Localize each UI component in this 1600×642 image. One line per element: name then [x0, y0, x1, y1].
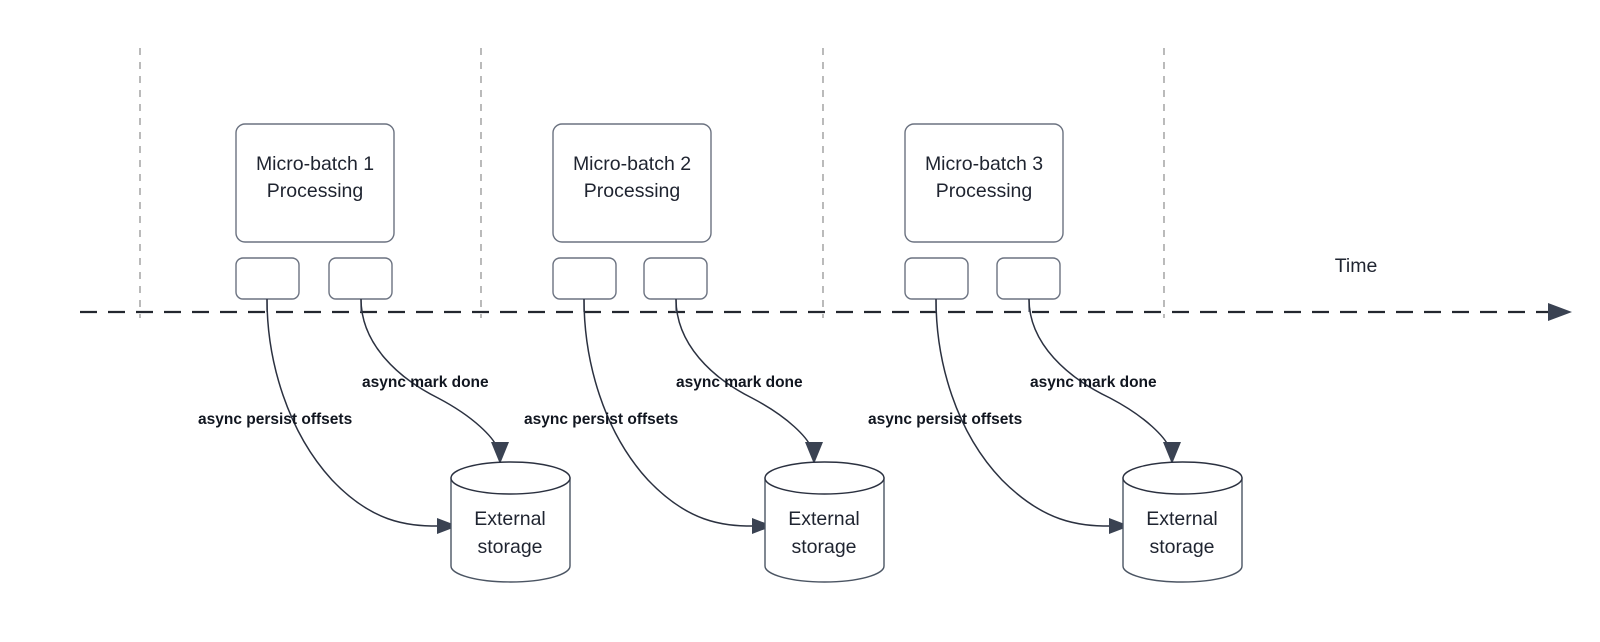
micro-batch-3-box[interactable]: [904, 123, 1064, 243]
async-mark-done-label-2: async mark done: [676, 374, 803, 391]
async-mark-done-arrow-icon-3: [1163, 442, 1181, 464]
async-persist-offsets-label-2: async persist offsets: [524, 411, 678, 428]
micro-batch-3-label-line2: Processing: [936, 180, 1032, 202]
external-storage-label-1-line2: storage: [477, 536, 542, 558]
async-persist-offsets-arrow-icon-2: [752, 518, 773, 534]
async-mark-done-arrow-icon-1: [491, 442, 509, 464]
external-storage-top-2: [764, 461, 885, 495]
micro-batch-2-label-line2: Processing: [584, 180, 680, 202]
micro-batch-1-label-line2: Processing: [267, 180, 363, 202]
time-axis-label: Time: [1335, 255, 1378, 277]
external-storage-top-1: [450, 461, 571, 495]
async-persist-offsets-label-1: async persist offsets: [198, 411, 352, 428]
async-mark-done-label-3: async mark done: [1030, 374, 1157, 391]
group-2: Micro-batch 2 Processing async persist o…: [524, 123, 885, 583]
micro-batch-3-label-line1: Micro-batch 3: [925, 153, 1043, 175]
group-1: Micro-batch 1 Processing async persist o…: [198, 123, 571, 583]
external-storage-label-3-line2: storage: [1149, 536, 1214, 558]
task-box-2b[interactable]: [643, 257, 708, 300]
task-box-3b[interactable]: [996, 257, 1061, 300]
async-mark-done-curve-2: [675, 298, 812, 448]
async-persist-offsets-arrow-icon-3: [1109, 518, 1130, 534]
micro-batch-2-label-line1: Micro-batch 2: [573, 153, 691, 175]
async-mark-done-curve-3: [1028, 298, 1170, 448]
time-axis-arrow-icon: [1548, 303, 1572, 321]
external-storage-body-1: [450, 477, 571, 583]
external-storage-cylinder-3[interactable]: External storage: [1122, 461, 1243, 583]
async-persist-offsets-arrow-icon-1: [437, 518, 458, 534]
external-storage-label-1-line1: External: [474, 508, 546, 530]
async-mark-done-curve-1: [360, 298, 498, 448]
async-persist-offsets-label-3: async persist offsets: [868, 411, 1022, 428]
external-storage-body-2: [764, 477, 885, 583]
task-box-2a[interactable]: [552, 257, 617, 300]
time-axis: Time: [80, 255, 1572, 321]
micro-batch-1-box[interactable]: [235, 123, 395, 243]
async-persist-offsets-curve-2: [583, 298, 754, 527]
async-mark-done-arrow-icon-2: [805, 442, 823, 464]
async-mark-done-label-1: async mark done: [362, 374, 489, 391]
tick-line-group: [139, 48, 1165, 318]
group-3: Micro-batch 3 Processing async persist o…: [868, 123, 1243, 583]
external-storage-label-2-line2: storage: [791, 536, 856, 558]
external-storage-body-3: [1122, 477, 1243, 583]
async-persist-offsets-curve-1: [266, 298, 439, 527]
async-persist-offsets-curve-3: [935, 298, 1111, 527]
external-storage-top-3: [1122, 461, 1243, 495]
external-storage-cylinder-1[interactable]: External storage: [450, 461, 571, 583]
micro-batch-1-label-line1: Micro-batch 1: [256, 153, 374, 175]
task-box-3a[interactable]: [904, 257, 969, 300]
external-storage-label-2-line1: External: [788, 508, 860, 530]
external-storage-cylinder-2[interactable]: External storage: [764, 461, 885, 583]
micro-batch-2-box[interactable]: [552, 123, 712, 243]
external-storage-label-3-line1: External: [1146, 508, 1218, 530]
task-box-1b[interactable]: [328, 257, 393, 300]
task-box-1a[interactable]: [235, 257, 300, 300]
